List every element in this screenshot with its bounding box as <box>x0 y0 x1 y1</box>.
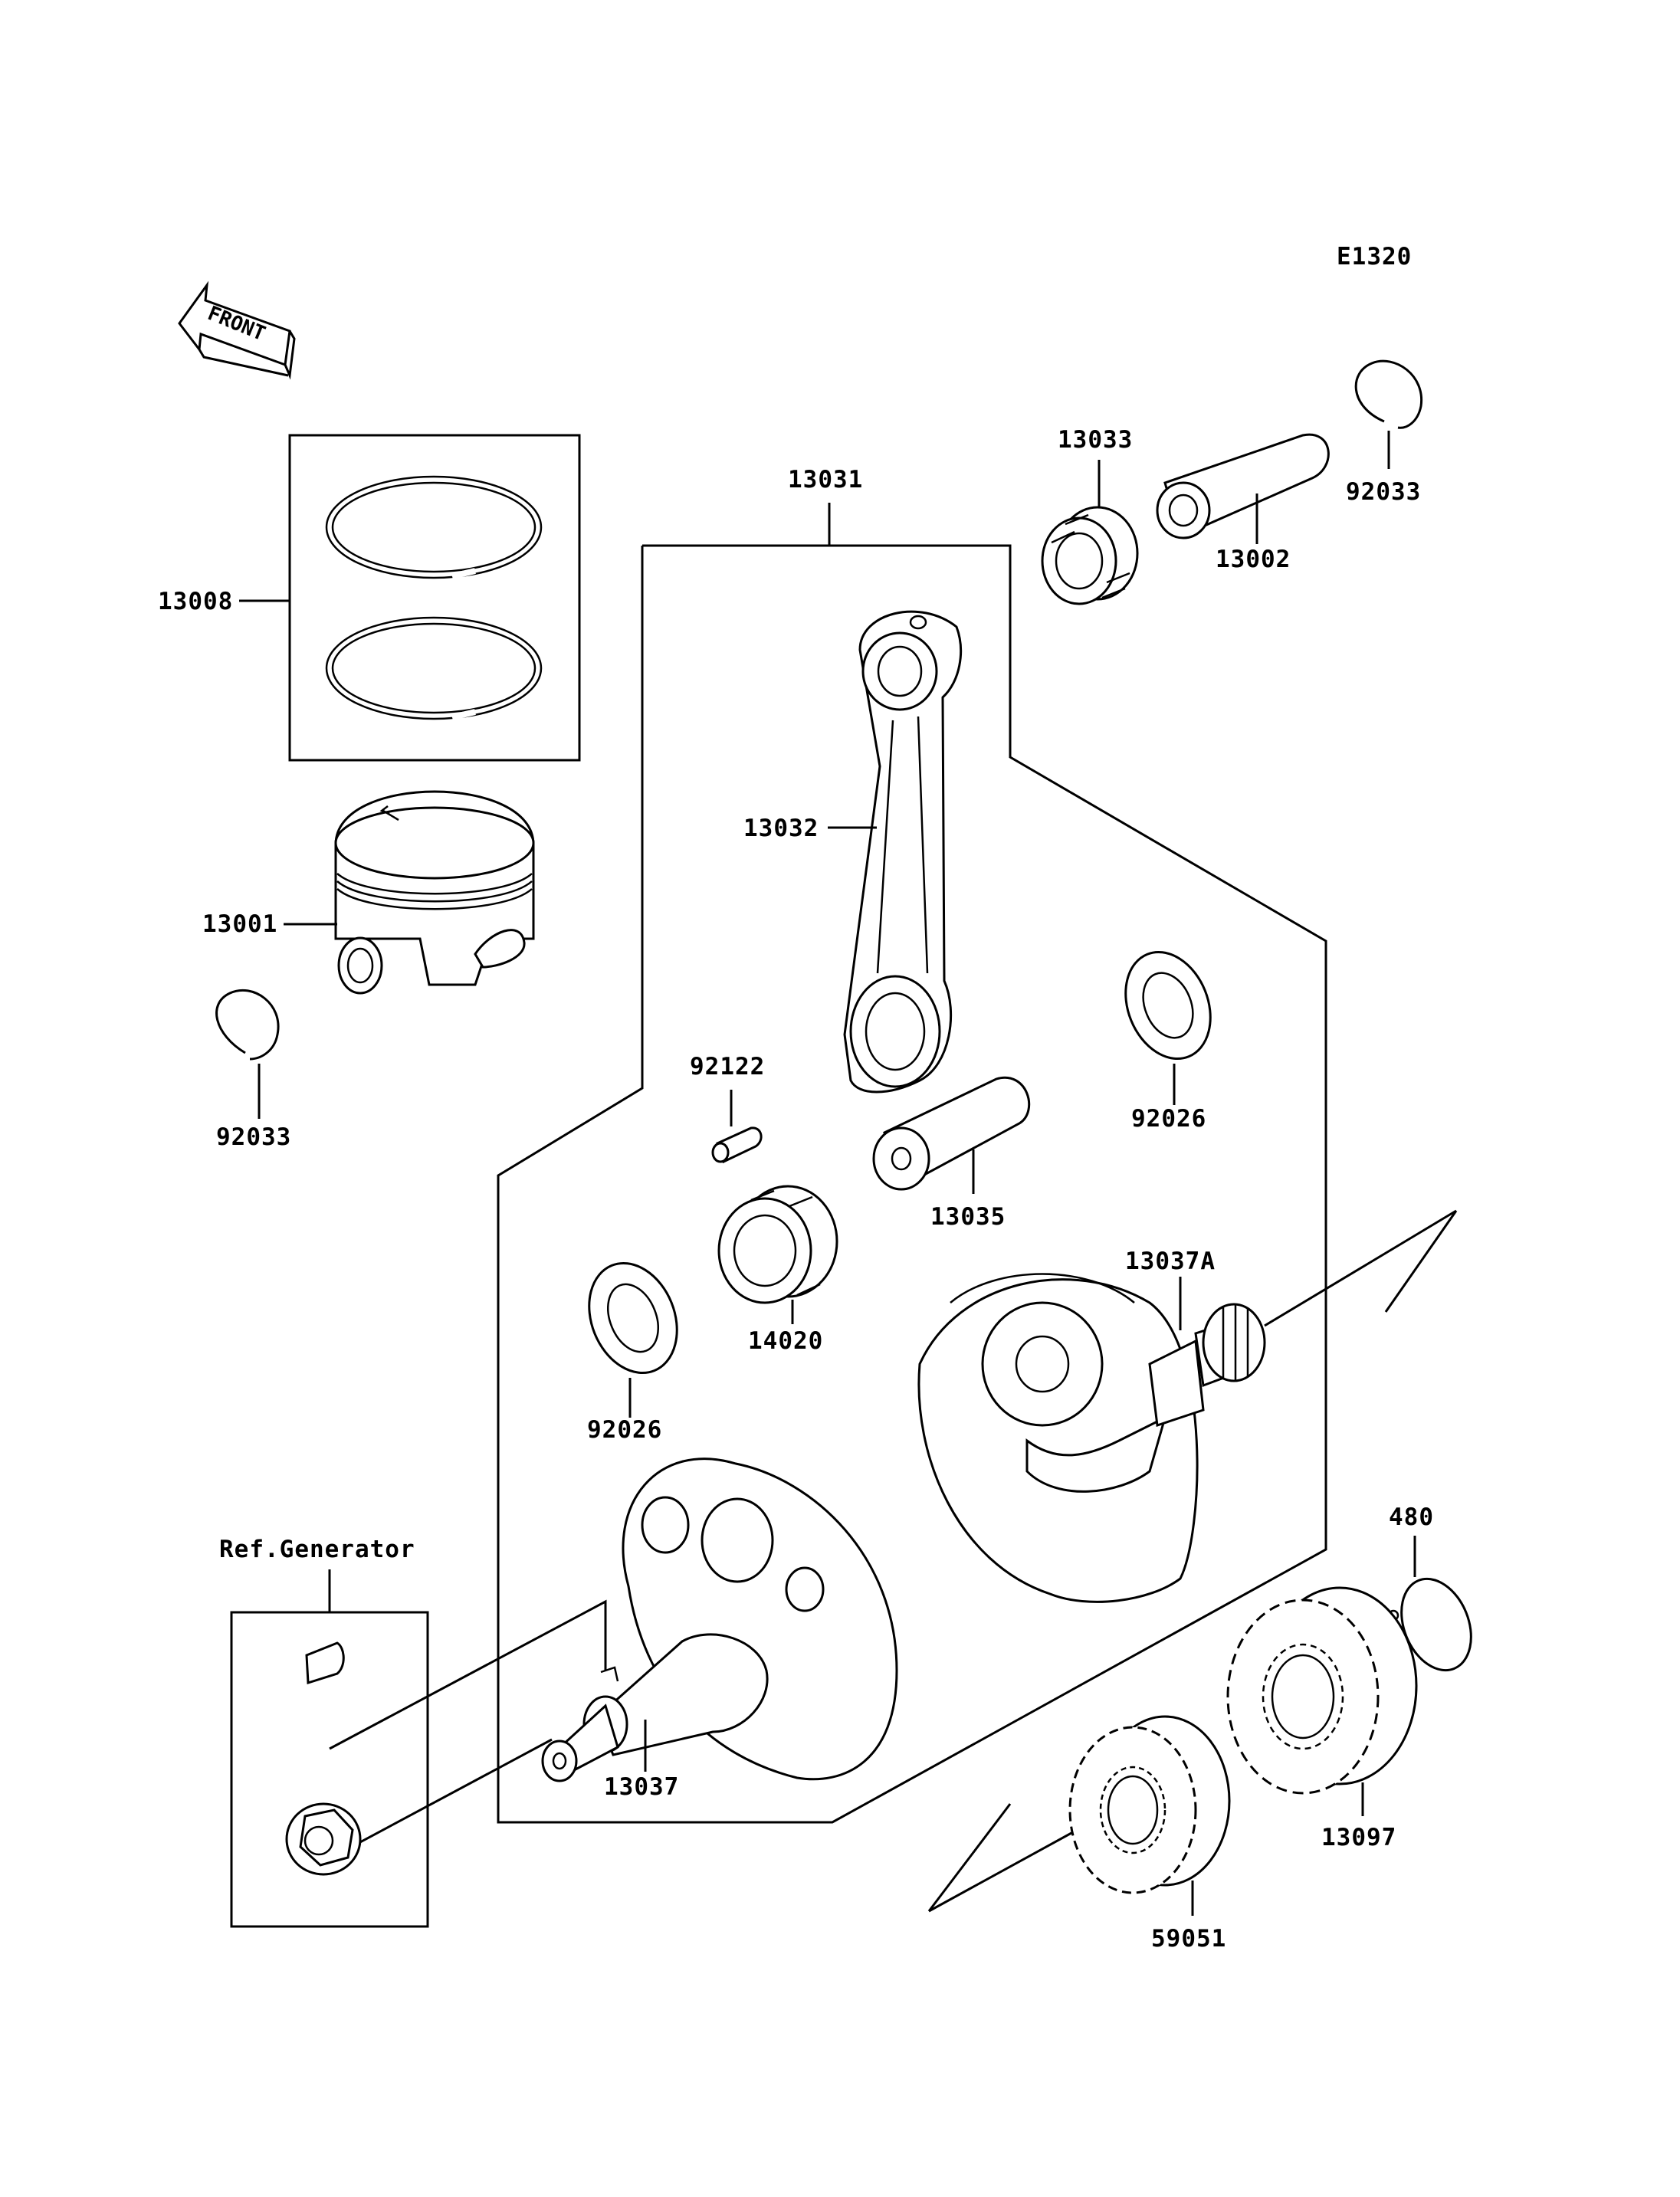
crank-pin-13035[interactable] <box>872 1076 1031 1191</box>
front-arrow-icon: FRONT <box>178 280 296 380</box>
label-13008: 13008 <box>158 588 233 615</box>
label-13001: 13001 <box>202 910 277 938</box>
thrust-washer-92026-right[interactable] <box>1111 939 1226 1071</box>
gear-59051[interactable] <box>927 1715 1231 1913</box>
label-13033: 13033 <box>1058 426 1133 454</box>
label-92033-right: 92033 <box>1346 478 1421 506</box>
crankshaft-half-13037A[interactable] <box>917 1209 1458 1603</box>
piston-pin-13002[interactable] <box>1156 433 1330 539</box>
label-92026-left: 92026 <box>587 1416 662 1444</box>
label-13037A: 13037A <box>1125 1248 1216 1275</box>
ref-generator-box <box>230 1611 429 1928</box>
needle-bearing-13033[interactable] <box>1041 506 1139 605</box>
label-13037: 13037 <box>604 1773 679 1801</box>
gear-13097[interactable] <box>1226 1586 1418 1795</box>
label-92026-right: 92026 <box>1131 1105 1206 1133</box>
label-13035: 13035 <box>930 1203 1006 1231</box>
pin-92122[interactable] <box>711 1126 763 1164</box>
crankshaft-half-13037[interactable] <box>541 1458 898 1782</box>
needle-bearing-14020[interactable] <box>717 1185 838 1304</box>
flange-nut-icon <box>285 1802 362 1876</box>
label-13002: 13002 <box>1216 546 1291 573</box>
thrust-washer-92026-left[interactable] <box>573 1250 693 1386</box>
label-14020: 14020 <box>748 1327 823 1355</box>
label-13031: 13031 <box>788 466 863 494</box>
label-13097: 13097 <box>1321 1824 1396 1851</box>
label-13032: 13032 <box>743 815 819 842</box>
label-59051: 59051 <box>1151 1925 1226 1953</box>
diagram-code: E1320 <box>1337 243 1412 271</box>
piston-13001[interactable] <box>334 790 535 995</box>
circlip-92033-right[interactable] <box>1354 359 1423 429</box>
piston-rings-13008[interactable] <box>288 434 581 762</box>
connecting-rod-13032[interactable] <box>843 610 962 1094</box>
label-92122: 92122 <box>690 1053 765 1080</box>
label-480: 480 <box>1389 1503 1434 1531</box>
crankshaft-assembly-outline-13031 <box>497 544 1327 1824</box>
label-92033-left: 92033 <box>216 1123 291 1151</box>
circlip-92033-left[interactable] <box>215 989 280 1061</box>
ref-generator-label: Ref.Generator <box>219 1536 415 1563</box>
woodruff-key-icon <box>305 1641 345 1685</box>
